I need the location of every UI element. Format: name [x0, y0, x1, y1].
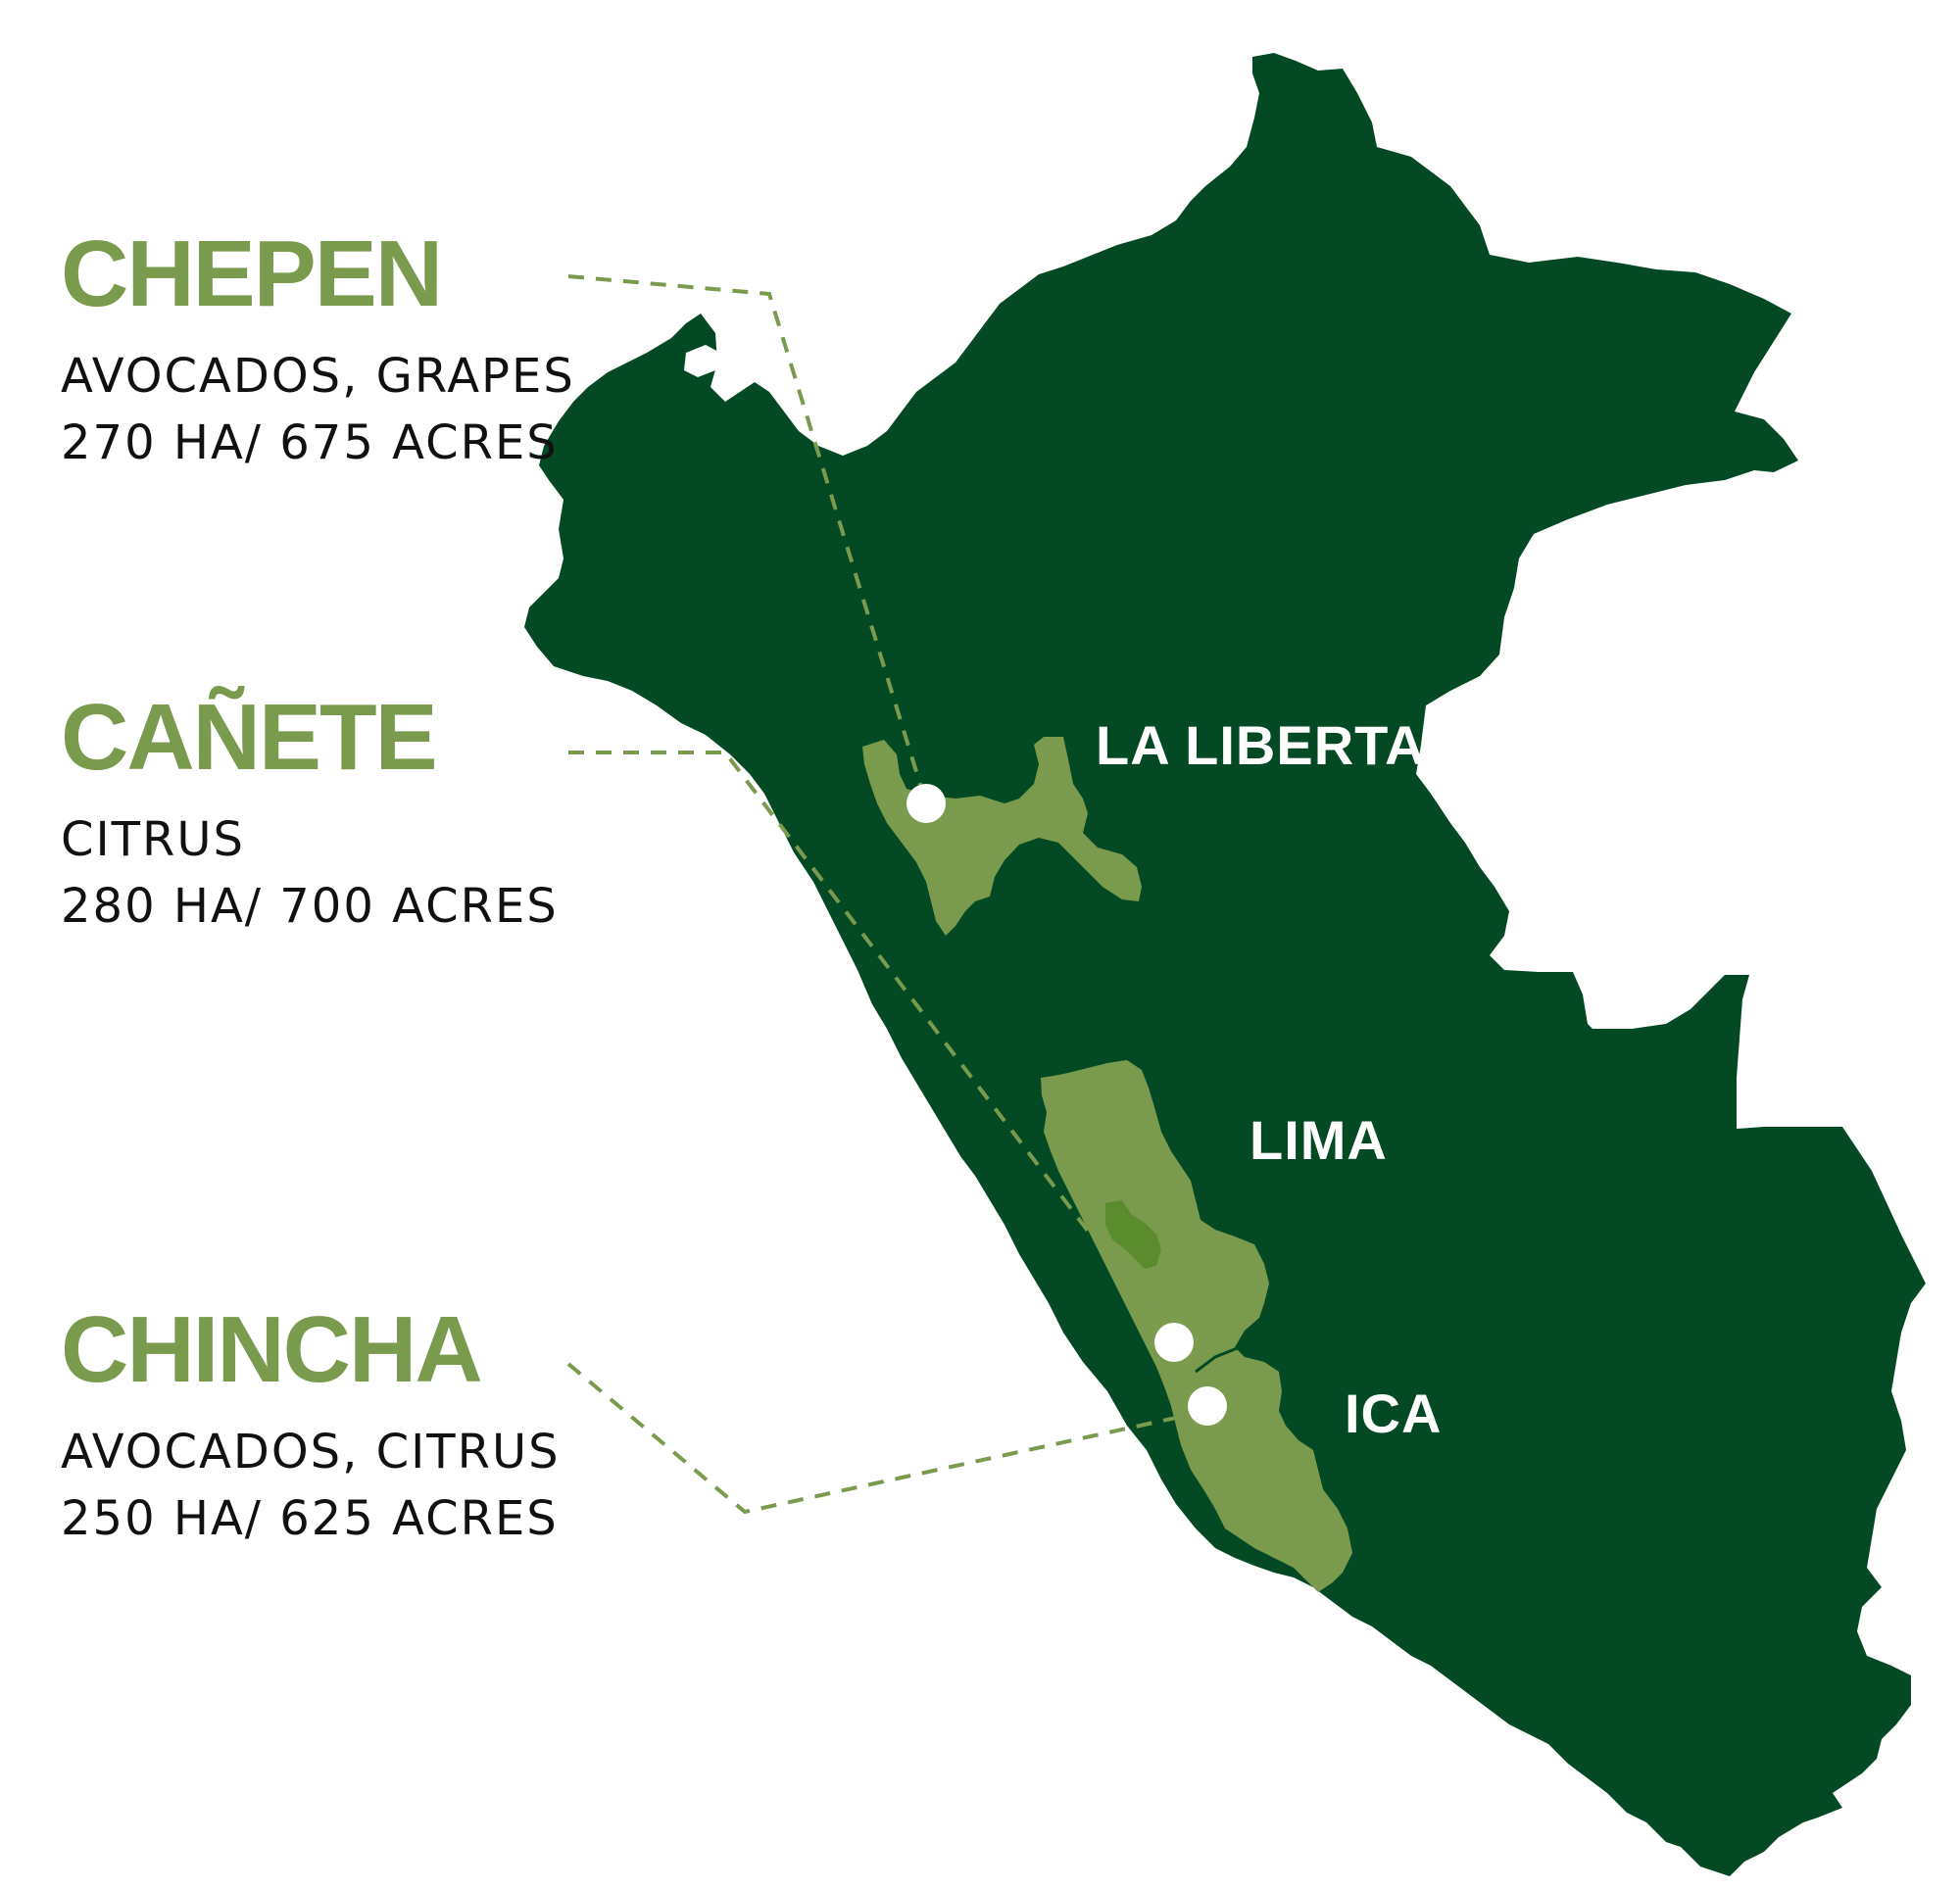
- leader-lines: [566, 274, 1208, 1515]
- la-libertad-region: [862, 737, 1142, 936]
- lima-ica-border: [1195, 1345, 1254, 1374]
- peru-country-shape: [524, 53, 1926, 1876]
- leader-line-chincha: [566, 1362, 1208, 1515]
- location-crops-canete: CITRUS: [61, 812, 245, 867]
- leader-line-chepen: [567, 274, 928, 804]
- location-card-canete: CAÑETE CITRUS 280 HA/ 700 ACRES: [61, 691, 559, 940]
- marker-chincha[interactable]: [1188, 1386, 1227, 1426]
- location-card-chepen: CHEPEN AVOCADOS, GRAPES 270 HA/ 675 ACRE…: [61, 227, 575, 476]
- region-label-lima: LIMA: [1250, 1109, 1388, 1171]
- marker-canete[interactable]: [1154, 1323, 1194, 1362]
- location-crops-chepen: AVOCADOS, GRAPES: [61, 349, 575, 404]
- location-crops-chincha: AVOCADOS, CITRUS: [61, 1425, 561, 1479]
- location-area-chincha: 250 HA/ 625 ACRES: [61, 1491, 559, 1546]
- location-title-canete: CAÑETE: [61, 685, 438, 790]
- coast-detail: [684, 345, 720, 377]
- lima-city-region: [1105, 1200, 1161, 1269]
- location-card-chincha: CHINCHA AVOCADOS, CITRUS 250 HA/ 625 ACR…: [61, 1303, 561, 1552]
- region-label-ica: ICA: [1345, 1382, 1442, 1444]
- location-area-canete: 280 HA/ 700 ACRES: [61, 879, 559, 934]
- region-label-la-libertad: LA LIBERTAD: [1096, 714, 1466, 776]
- location-title-chincha: CHINCHA: [61, 1297, 483, 1402]
- marker-chepen[interactable]: [906, 784, 946, 823]
- location-title-chepen: CHEPEN: [61, 221, 443, 326]
- lima-ica-region: [1041, 1060, 1352, 1592]
- location-area-chepen: 270 HA/ 675 ACRES: [61, 415, 559, 470]
